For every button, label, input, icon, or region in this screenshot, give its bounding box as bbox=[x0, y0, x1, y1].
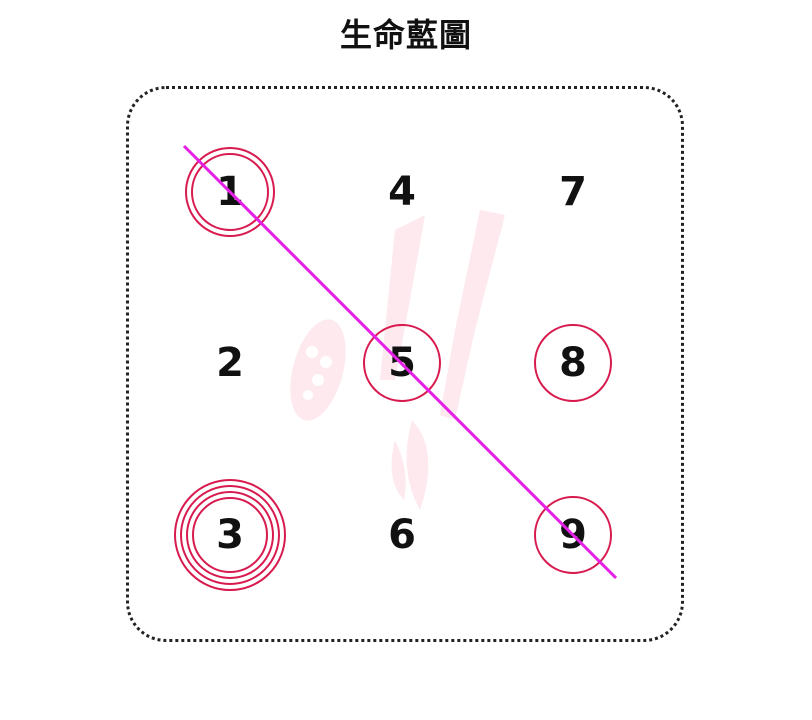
ring-3-3 bbox=[180, 485, 280, 585]
ring-1-1 bbox=[191, 153, 269, 231]
ring-5-1 bbox=[363, 324, 441, 402]
ring-3-2 bbox=[186, 491, 274, 579]
page-title: 生命藍圖 bbox=[339, 16, 472, 54]
grid-number-3: 3 bbox=[216, 512, 244, 558]
ring-1-2 bbox=[185, 147, 275, 237]
grid-number-6: 6 bbox=[388, 512, 416, 558]
grid-number-7: 7 bbox=[559, 169, 587, 215]
grid-number-4: 4 bbox=[388, 169, 416, 215]
diagonal-line bbox=[182, 144, 618, 580]
grid-number-2: 2 bbox=[216, 340, 244, 386]
grid-board bbox=[126, 86, 684, 642]
ring-3-4 bbox=[174, 479, 286, 591]
ring-9-1 bbox=[534, 496, 612, 574]
ring-8-1 bbox=[534, 324, 612, 402]
ring-3-1 bbox=[192, 497, 268, 573]
grid-number-8: 8 bbox=[559, 340, 587, 386]
